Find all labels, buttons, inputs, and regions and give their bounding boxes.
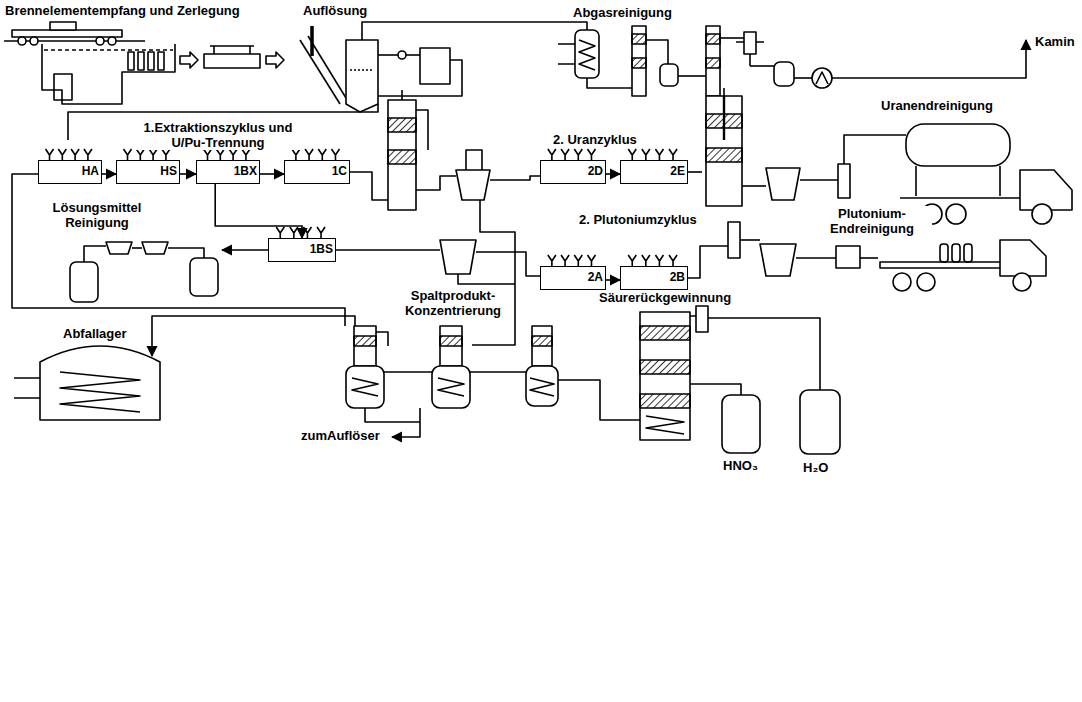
flow-connector xyxy=(260,173,284,175)
flow-connector xyxy=(215,184,302,238)
section-label: Plutonium-Endreinigung xyxy=(812,206,932,236)
solvent-purification xyxy=(12,174,345,326)
unit-label: 1C xyxy=(330,165,349,179)
feed-funnel xyxy=(642,255,650,266)
plutonium-line xyxy=(336,222,1046,291)
waste-tank xyxy=(14,316,355,420)
feed-funnel xyxy=(305,149,313,160)
section-label: H₂O xyxy=(802,460,829,475)
unit-label: 1BS xyxy=(308,243,335,257)
uranium-line xyxy=(350,88,1072,224)
feed-funnel xyxy=(548,255,556,266)
feed-funnel xyxy=(331,149,339,160)
section-label: Brennelementempfang und Zerlegung xyxy=(4,3,241,18)
mixer-settler: 1BX xyxy=(196,160,260,184)
unit-label: 2D xyxy=(586,165,605,179)
section-label: Auflösung xyxy=(302,3,368,18)
feed-funnel xyxy=(318,149,326,160)
feed-funnel xyxy=(628,149,636,160)
feed-funnel xyxy=(587,255,595,266)
section-label: Abfallager xyxy=(62,326,128,341)
feed-funnel xyxy=(561,149,569,160)
mixer-settler: 2D xyxy=(540,160,606,184)
feed-funnel xyxy=(292,149,300,160)
section-label: Säurerückgewinnung xyxy=(598,290,732,305)
mixer-settler: 2A xyxy=(540,266,606,290)
feed-funnel xyxy=(655,149,663,160)
feed-funnel xyxy=(136,149,144,160)
section-label: 1.Extraktionszyklus und U/Pu-Trennung xyxy=(132,120,304,150)
feed-funnel xyxy=(561,255,569,266)
feed-funnel xyxy=(71,149,79,160)
fp-evaporators xyxy=(346,200,640,437)
flow-connector xyxy=(180,173,196,175)
unit-label: 2A xyxy=(586,271,605,285)
unit-label: 2B xyxy=(668,271,687,285)
feed-funnel xyxy=(46,149,54,160)
section-label: Kamin xyxy=(1034,34,1076,49)
section-label: Abgasreinigung xyxy=(572,5,673,20)
feed-funnel xyxy=(58,149,66,160)
section-label: 2. Plutoniumzyklus xyxy=(578,212,698,227)
feed-funnel xyxy=(216,149,224,160)
feed-funnel xyxy=(317,227,325,238)
section-label: Spaltprodukt-Konzentrierung xyxy=(392,288,514,318)
feed-funnel xyxy=(124,149,132,160)
feed-funnel xyxy=(290,227,298,238)
section-label: zumAuflöser xyxy=(300,428,381,443)
feed-funnel xyxy=(669,149,677,160)
feed-funnel xyxy=(229,149,237,160)
mixer-settler: HA xyxy=(38,160,102,184)
offgas-train xyxy=(558,26,1026,96)
flow-connector xyxy=(606,173,620,175)
feed-funnel xyxy=(204,149,212,160)
feed-funnel xyxy=(669,255,677,266)
feed-funnel xyxy=(162,149,170,160)
feed-funnel xyxy=(303,227,311,238)
fuel-reception xyxy=(4,22,284,104)
mixer-settler: HS xyxy=(116,160,180,184)
feed-funnel xyxy=(276,227,284,238)
mixer-settler: 1C xyxy=(284,160,350,184)
mixer-settler: 1BS xyxy=(268,238,336,262)
mixer-settler: 2B xyxy=(620,266,688,290)
acid-recovery xyxy=(640,306,840,454)
section-label: Lösungsmittel Reinigung xyxy=(34,200,160,230)
feed-funnel xyxy=(628,255,636,266)
section-label: 2. Uranzyklus xyxy=(552,132,638,147)
feed-funnel xyxy=(655,255,663,266)
unit-label: 2E xyxy=(668,165,687,179)
flow-connector xyxy=(606,279,620,281)
feed-funnel xyxy=(548,149,556,160)
flow-connector xyxy=(102,173,116,175)
section-label: HNO₃ xyxy=(722,458,759,473)
feed-funnel xyxy=(84,149,92,160)
unit-label: HS xyxy=(158,165,179,179)
feed-funnel xyxy=(149,149,157,160)
unit-label: 1BX xyxy=(232,165,259,179)
feed-funnel xyxy=(574,255,582,266)
feed-funnel xyxy=(587,149,595,160)
section-label: Uranendreinigung xyxy=(880,98,994,113)
feed-funnel xyxy=(242,149,250,160)
feed-funnel xyxy=(574,149,582,160)
mixer-settler: 2E xyxy=(620,160,688,184)
unit-label: HA xyxy=(80,165,101,179)
feed-funnel xyxy=(642,149,650,160)
